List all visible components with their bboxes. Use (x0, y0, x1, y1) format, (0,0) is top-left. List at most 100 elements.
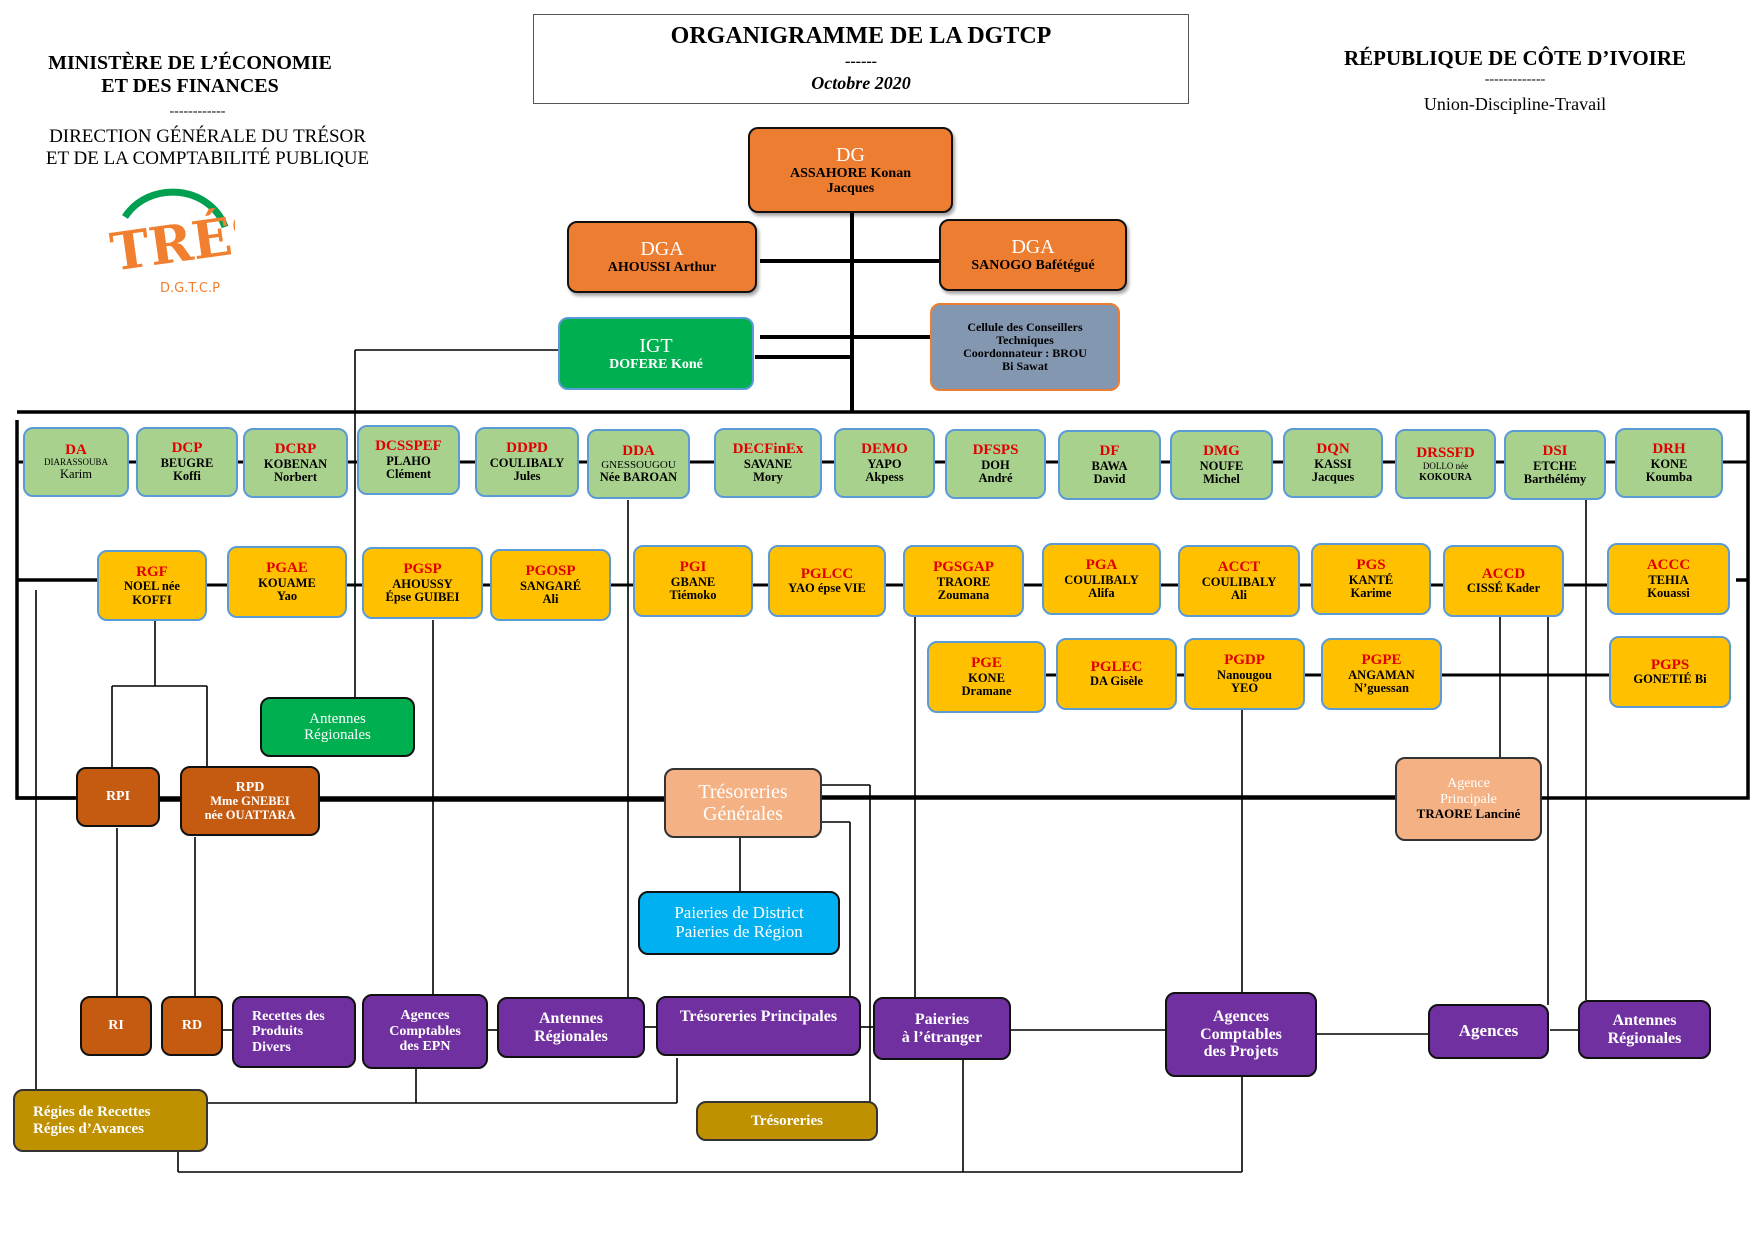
ministry-line-2: ET DES FINANCES (101, 75, 279, 97)
direction-name-2: Née BAROAN (599, 470, 678, 485)
antennes-purple-line-1: Antennes (538, 1009, 603, 1027)
igt-name: DOFERE Koné (609, 356, 703, 372)
cellule-line-3: Coordonnateur : BROU (963, 346, 1087, 360)
antennes-regionales-purple-box[interactable]: Antennes Régionales (497, 997, 645, 1058)
dga-ahoussi-box[interactable]: DGA AHOUSSI Arthur (567, 221, 757, 293)
dga-sanogo-box[interactable]: DGA SANOGO Bafétégué (939, 219, 1127, 291)
poste-name-1: DA Gisèle (1089, 674, 1144, 689)
regies-box[interactable]: Régies de Recettes Régies d’Avances (13, 1089, 208, 1152)
poste-title: PGA (1085, 557, 1118, 573)
dga-name-2: SANOGO Bafétégué (971, 258, 1095, 274)
paieries-district-box[interactable]: Paieries de District Paieries de Région (638, 891, 840, 955)
dga-name-1: AHOUSSI Arthur (607, 260, 717, 276)
tresoreries-principales-box[interactable]: Trésoreries Principales (656, 996, 861, 1056)
poste-title: RGF (136, 563, 168, 580)
direction-title: DFSPS (972, 442, 1019, 458)
direction-title: DSI (1542, 443, 1568, 459)
poste-title: PGPE (1361, 652, 1402, 668)
direction-name-2: David (1093, 472, 1126, 487)
direction-name-2: Michel (1203, 472, 1240, 487)
paieries-etranger-box[interactable]: Paieries à l’étranger (873, 997, 1011, 1060)
direction-title: DCP (171, 440, 203, 456)
dg-box[interactable]: DG ASSAHORE Konan Jacques (748, 127, 953, 213)
antennes-regionales-green[interactable]: Antennes Régionales (260, 697, 415, 757)
agence-principale-box[interactable]: Agence Principale TRAORE Lanciné (1395, 757, 1542, 841)
agences-comptables-epn-box[interactable]: Agences Comptables des EPN (362, 994, 488, 1069)
agences-label: Agences (1458, 1021, 1519, 1041)
direction-name-2: Jacques (1311, 470, 1355, 485)
tresor-logo: TRÉSOR D.G.T.C.P (100, 182, 362, 297)
antennes-regionales-right-box[interactable]: Antennes Régionales (1578, 1000, 1711, 1059)
regies-line-1: Régies de Recettes (33, 1104, 151, 1120)
ap-line-2: Principale (1440, 791, 1497, 807)
poste-name-2: Karime (1350, 586, 1392, 601)
antennes-green-line-1: Antennes (309, 710, 366, 727)
direction-name-2: Mory (753, 470, 783, 485)
direction-name-2: Koffi (173, 469, 201, 484)
cellule-conseillers-box[interactable]: Cellule des Conseillers Techniques Coord… (930, 303, 1120, 391)
tg-line-1: Trésoreries (698, 781, 788, 803)
poste-name-1: AHOUSSY (392, 576, 453, 591)
rpi-box[interactable]: RPI (76, 767, 160, 827)
poste-name-2: Zoumana (937, 588, 990, 603)
poste-title: ACCC (1646, 557, 1691, 573)
poste-name-1: TRAORE (936, 574, 991, 589)
ap-line-3: TRAORE Lanciné (1416, 806, 1521, 822)
rd-box[interactable]: RD (161, 996, 223, 1056)
direction-title: DMG (1203, 443, 1240, 459)
poste-name-2: Yao (276, 589, 298, 604)
page-title: ORGANIGRAMME DE LA DGTCP (670, 23, 1052, 49)
agences-box[interactable]: Agences (1428, 1004, 1549, 1059)
igt-box[interactable]: IGT DOFERE Koné (558, 317, 754, 390)
agences-comptables-projets-box[interactable]: Agences Comptables des Projets (1165, 992, 1317, 1077)
direction-name-2: Koumba (1645, 470, 1693, 485)
antennes-right-line-1: Antennes (1612, 1011, 1677, 1029)
direction-title: DF (1099, 443, 1120, 459)
poste-name-2: Dramane (961, 684, 1012, 699)
title-date: Octobre 2020 (811, 73, 911, 93)
recettes-produits-divers-box[interactable]: Recettes des Produits Divers (232, 996, 356, 1068)
poste-name-1: Nanougou (1217, 667, 1272, 682)
poste-title: ACCT (1217, 559, 1261, 575)
poste-title: PGLCC (800, 565, 854, 582)
antennes-purple-line-2: Régionales (534, 1027, 608, 1045)
tresoreries-generales-box[interactable]: Trésoreries Générales (664, 768, 822, 838)
tresor-logo-icon: TRÉSOR D.G.T.C.P (107, 188, 362, 296)
ri-box[interactable]: RI (80, 996, 152, 1056)
epn-line-2: Comptables (389, 1023, 461, 1039)
tresoreries-gold-box[interactable]: Trésoreries (696, 1101, 878, 1141)
rpd-box[interactable]: RPD Mme GNEBEI née OUATTARA (180, 766, 320, 836)
